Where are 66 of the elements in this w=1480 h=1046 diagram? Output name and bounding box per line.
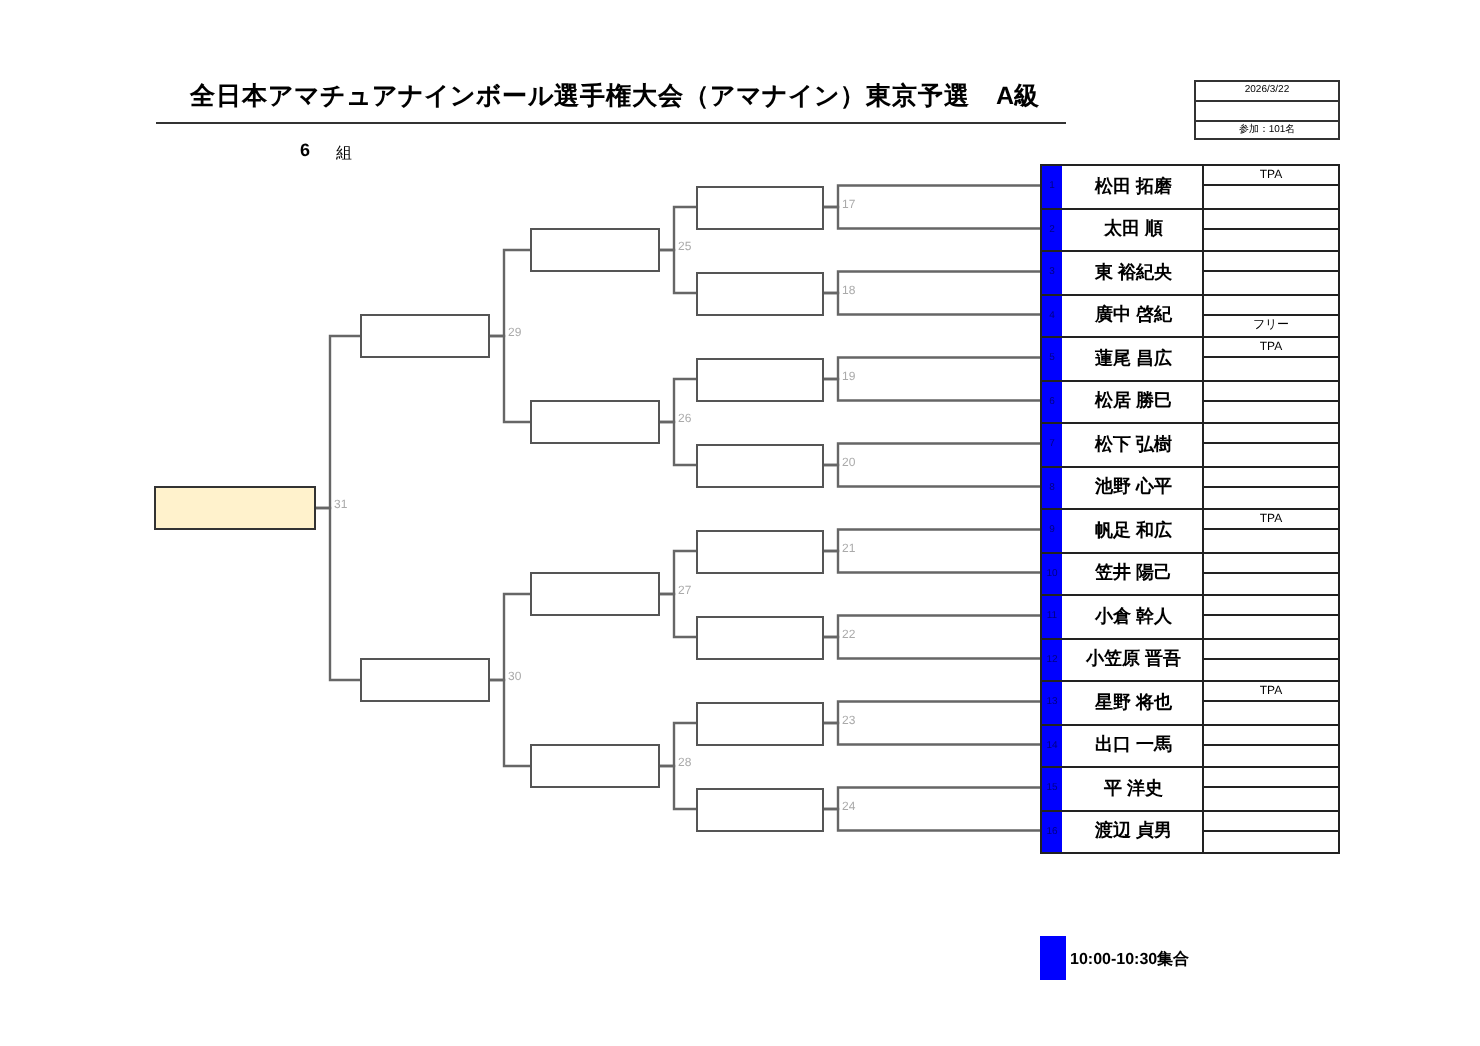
match-slot: [696, 443, 824, 487]
bracket-line: [824, 721, 1040, 746]
player-row: [1040, 680, 1340, 725]
player-row: [1040, 422, 1340, 467]
player-row: [1040, 250, 1340, 295]
match-slot: [360, 314, 490, 358]
player-name: 廣中 啓紀: [1093, 302, 1175, 329]
bracket-line: [490, 678, 530, 768]
bracket-line: [824, 463, 1040, 488]
bracket-line: [660, 592, 696, 639]
match-slot: [696, 271, 824, 315]
bracket-line: [824, 377, 1040, 402]
player-row: [1040, 164, 1340, 209]
player-row: [1040, 809, 1340, 854]
player-name: 東 裕紀央: [1093, 259, 1175, 286]
title: 全日本アマチュアナインボール選手権大会（アマナイン）東京予選 A級: [190, 80, 1041, 114]
bracket-line: [660, 248, 696, 295]
player-row: [1040, 336, 1340, 381]
winner-slot: [154, 486, 316, 530]
player-name: 出口 一馬: [1093, 732, 1175, 759]
match-slot: [530, 400, 660, 444]
player-name: 小笠原 晋吾: [1084, 646, 1184, 673]
player-row: [1040, 293, 1340, 338]
player-name: 帆足 和広: [1093, 517, 1175, 544]
player-name: 小倉 幹人: [1093, 603, 1175, 630]
player-row: [1040, 766, 1340, 811]
legend-text: 10:00-10:30集合: [1070, 948, 1190, 970]
match-slot: [696, 615, 824, 659]
bracket-line: [824, 549, 1040, 574]
player-name: 松田 拓磨: [1092, 173, 1175, 200]
player-row: [1040, 723, 1340, 768]
player-row: [1040, 551, 1340, 596]
player-row: [1040, 637, 1340, 682]
player-row: [1040, 465, 1340, 510]
player-row: [1040, 207, 1340, 252]
bracket-line: [660, 764, 696, 811]
match-slot: [530, 572, 660, 616]
player-row: [1040, 508, 1340, 553]
bracket-line: [824, 205, 1040, 230]
bracket-line: [490, 334, 530, 424]
player-name: 渡辺 貞男: [1093, 818, 1175, 845]
match-slot: [696, 787, 824, 831]
match-slot: [530, 744, 660, 788]
player-name: 星野 将也: [1093, 689, 1175, 716]
player-name: 平 洋史: [1102, 775, 1166, 802]
player-name: 池野 心平: [1093, 474, 1175, 501]
player-name: 松居 勝巳: [1092, 388, 1175, 415]
match-slot: [360, 658, 490, 702]
player-name: 蓮尾 昌広: [1093, 345, 1175, 372]
match-slot: [530, 228, 660, 272]
bracket-line: [660, 420, 696, 467]
bracket-line: [824, 635, 1040, 660]
bracket-line: [824, 807, 1040, 832]
match-slot: [696, 357, 824, 401]
player-name: 松下 弘樹: [1092, 431, 1175, 458]
player-row: [1040, 379, 1340, 424]
group-suffix: 組: [336, 142, 352, 164]
match-slot: [696, 701, 824, 745]
player-name: 太田 順: [1101, 216, 1166, 243]
player-name: 笠井 陽己: [1093, 560, 1175, 587]
group-number: 6: [300, 140, 311, 160]
bracket-line: [824, 291, 1040, 316]
match-slot: [696, 529, 824, 573]
player-row: [1040, 594, 1340, 639]
match-slot: [696, 185, 824, 229]
bracket-line: [316, 506, 360, 682]
